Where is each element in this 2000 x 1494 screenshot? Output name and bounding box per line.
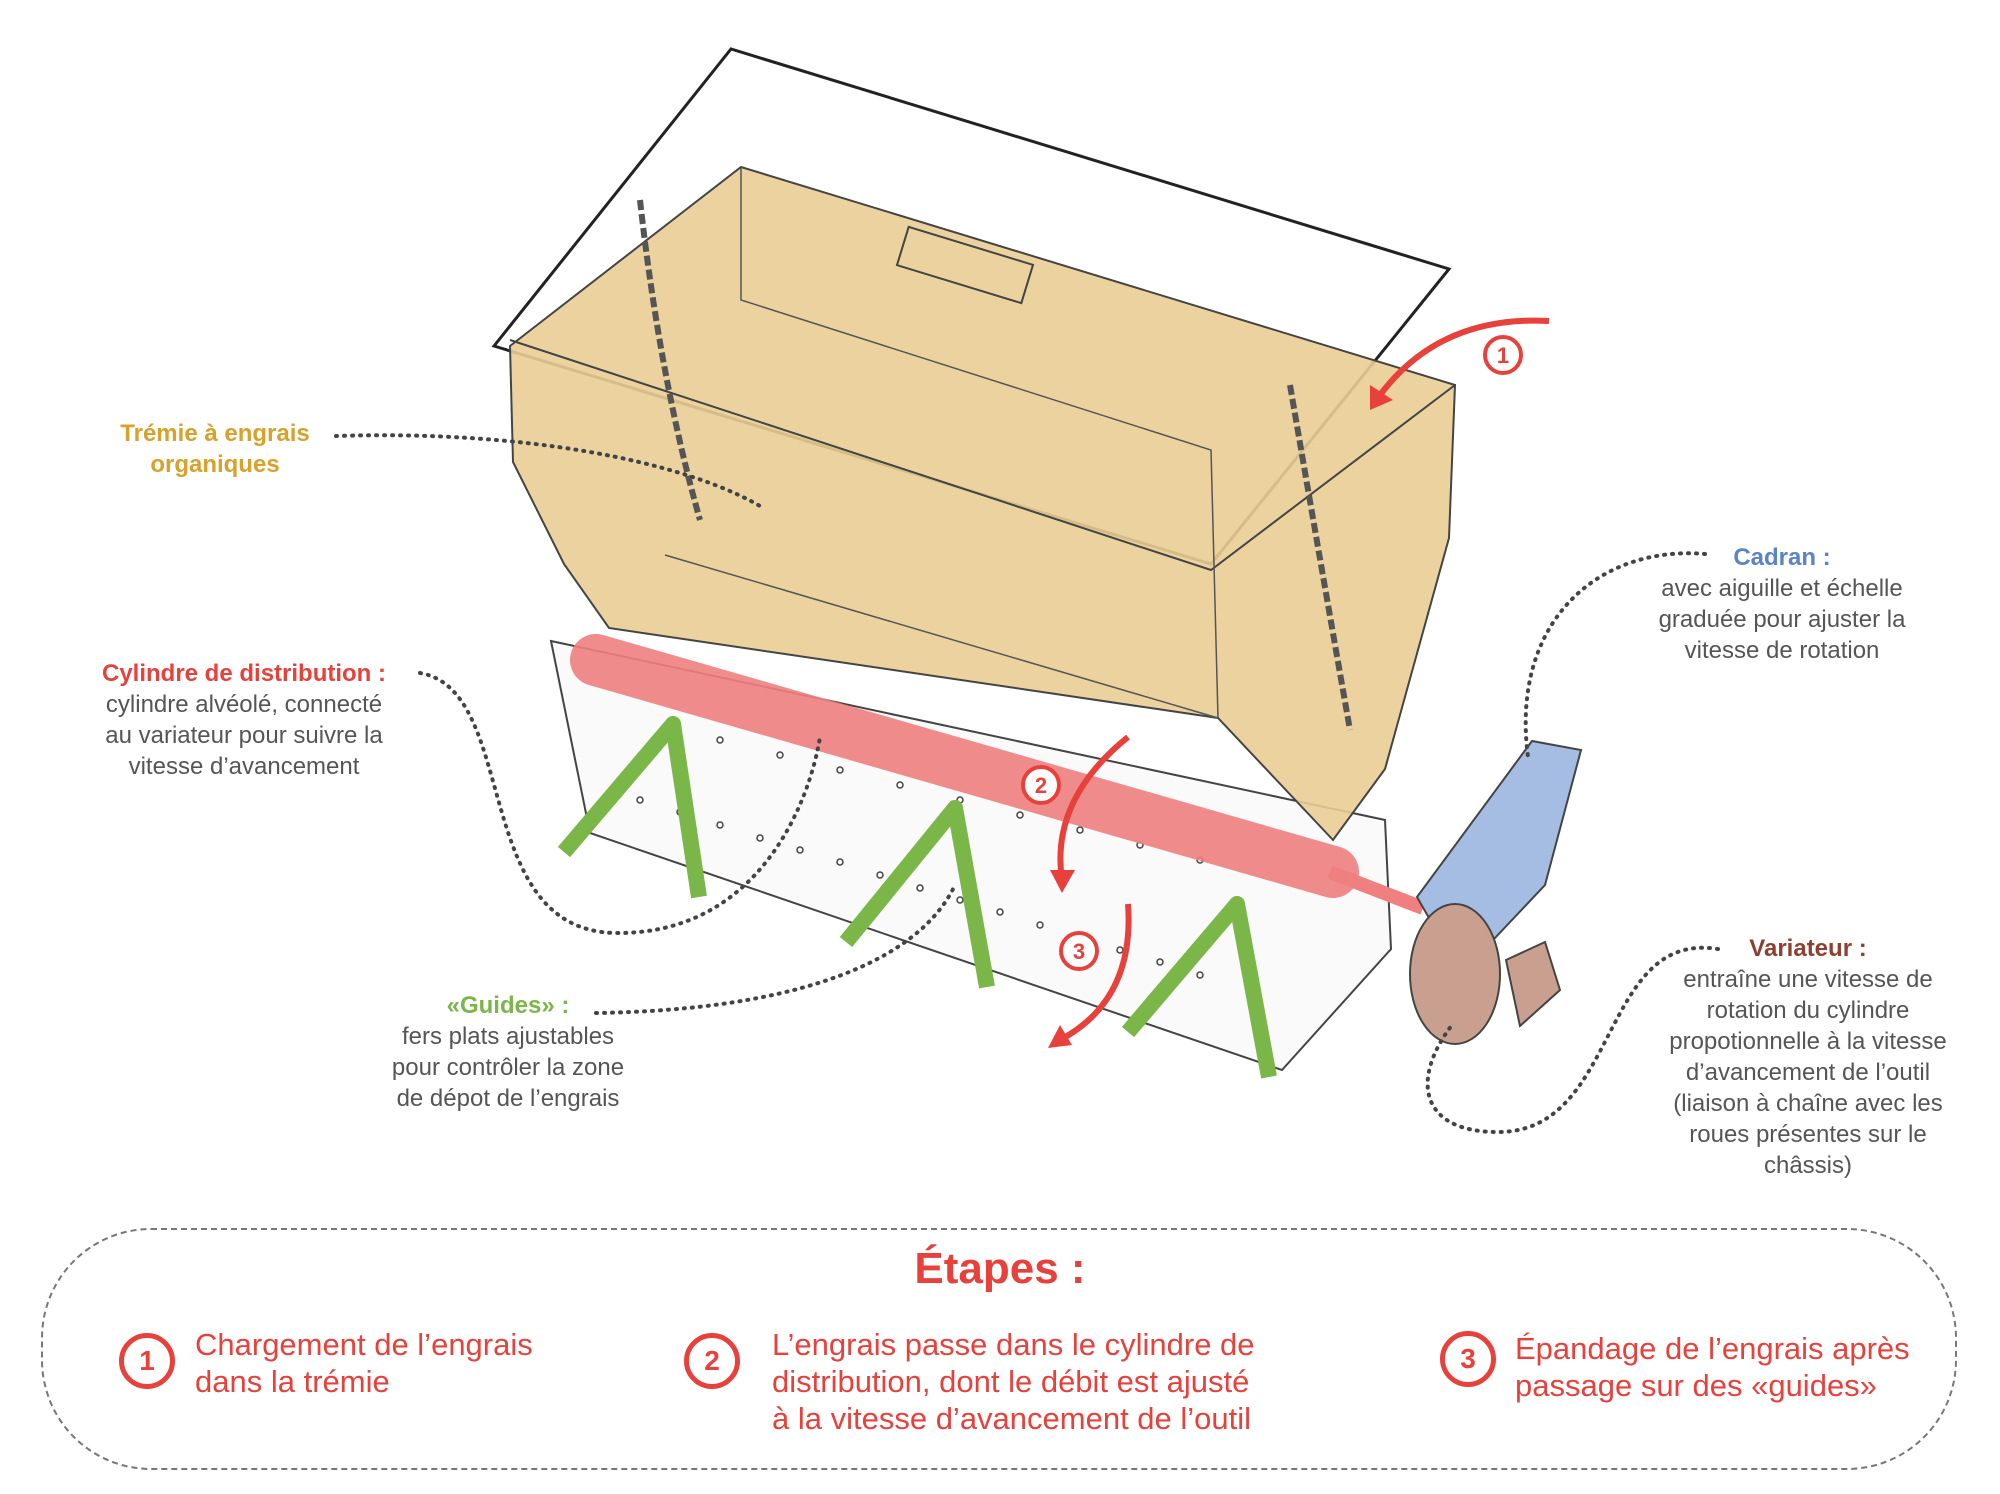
hopper-label-title: Trémie à engrais [120, 420, 310, 447]
hopper-label: Trémie à engrais organiques [120, 418, 309, 480]
cylinder-label-title: Cylindre de distribution : [101, 660, 387, 687]
leader-lines [334, 433, 1720, 1135]
distribution-cylinder [570, 634, 1359, 898]
hopper-fold [664, 554, 1219, 719]
variator-label-line: entraîne une vitesse de [1683, 966, 1933, 993]
leader-dial [1523, 551, 1707, 759]
chain-right [1287, 384, 1353, 731]
marker-2: 2 [1035, 773, 1047, 798]
step-1-text: Chargement de l’engrais dans la trémie [195, 1326, 533, 1400]
step-1-number: 1 [119, 1333, 175, 1389]
variator-label: Variateur : entraîne une vitesse de rota… [1669, 933, 1947, 1181]
dial-label-line: avec aiguille et échelle [1661, 575, 1903, 602]
arrow-step-2 [1057, 734, 1130, 881]
dial-label-line: vitesse de rotation [1684, 637, 1880, 664]
step-3-text: Épandage de l’engrais après passage sur … [1515, 1330, 1910, 1404]
cylinder-shaft [1327, 865, 1426, 915]
variator-label-line: roues présentes sur le [1689, 1121, 1927, 1148]
arrow-heads [1048, 385, 1393, 1048]
step-markers: 1 2 3 [1021, 335, 1523, 971]
step-1-line: dans la trémie [195, 1364, 390, 1399]
hopper [508, 165, 1457, 842]
variator-label-line: châssis) [1763, 1152, 1853, 1179]
variator-label-title: Variateur : [1749, 935, 1867, 962]
cylinder-label-line: vitesse d’avancement [128, 753, 360, 780]
step-3-number: 3 [1440, 1331, 1496, 1387]
leader-cylinder [418, 671, 822, 936]
arrow-step-3 [1058, 903, 1132, 1043]
guides-label-line: de dépot de l’engrais [396, 1085, 620, 1112]
leader-variator [1425, 945, 1720, 1135]
dial-label: Cadran : avec aiguille et échelle gradué… [1659, 542, 1906, 666]
step-3-line: Épandage de l’engrais après [1515, 1331, 1910, 1366]
variator-label-line: d’avancement de l’outil [1685, 1059, 1931, 1086]
hopper-label-title-2: organiques [150, 451, 280, 478]
guides-label: «Guides» : fers plats ajustables pour co… [392, 990, 624, 1114]
step-1-line: Chargement de l’engrais [195, 1327, 533, 1362]
variator-label-line: rotation du cylindre [1706, 997, 1910, 1024]
steps-title: Étapes : [914, 1244, 1086, 1293]
step-2-line: L’engrais passe dans le cylindre de [772, 1327, 1255, 1362]
variator-label-line: (liaison à chaîne avec les [1673, 1090, 1943, 1117]
variator-plate [1504, 940, 1562, 1028]
guides-label-line: pour contrôler la zone [391, 1054, 625, 1081]
dial-label-title: Cadran : [1733, 544, 1831, 571]
marker-1: 1 [1497, 343, 1509, 368]
marker-3: 3 [1073, 939, 1085, 964]
step-2-line: à la vitesse d’avancement de l’outil [772, 1401, 1252, 1436]
cylinder-label-line: cylindre alvéolé, connecté [105, 691, 383, 718]
variator [1409, 903, 1501, 1045]
step-2-text: L’engrais passe dans le cylindre de dist… [772, 1326, 1255, 1437]
leader-hopper [334, 433, 762, 508]
steps-panel [41, 1228, 1957, 1470]
guides [557, 716, 1277, 1079]
flow-arrows [1057, 317, 1550, 1043]
cylinder-label-line: au variateur pour suivre la [105, 722, 383, 749]
step-2-number: 2 [684, 1333, 740, 1389]
step-2-line: distribution, dont le débit est ajusté [772, 1364, 1250, 1399]
lid-handle [895, 225, 1035, 305]
guides-label-line: fers plats ajustables [401, 1023, 615, 1050]
variator-label-line: propotionnelle à la vitesse [1669, 1028, 1947, 1055]
cylinder-label: Cylindre de distribution : cylindre alvé… [102, 658, 386, 782]
hopper-inner-edge [740, 167, 1219, 719]
arrow-step-1 [1377, 317, 1550, 397]
guides-label-title: «Guides» : [446, 992, 570, 1019]
chain-left [637, 199, 703, 521]
hopper-edge [509, 339, 1456, 572]
dial-label-line: graduée pour ajuster la [1658, 606, 1906, 633]
leader-guides [594, 883, 957, 1015]
step-3-line: passage sur des «guides» [1515, 1368, 1877, 1403]
